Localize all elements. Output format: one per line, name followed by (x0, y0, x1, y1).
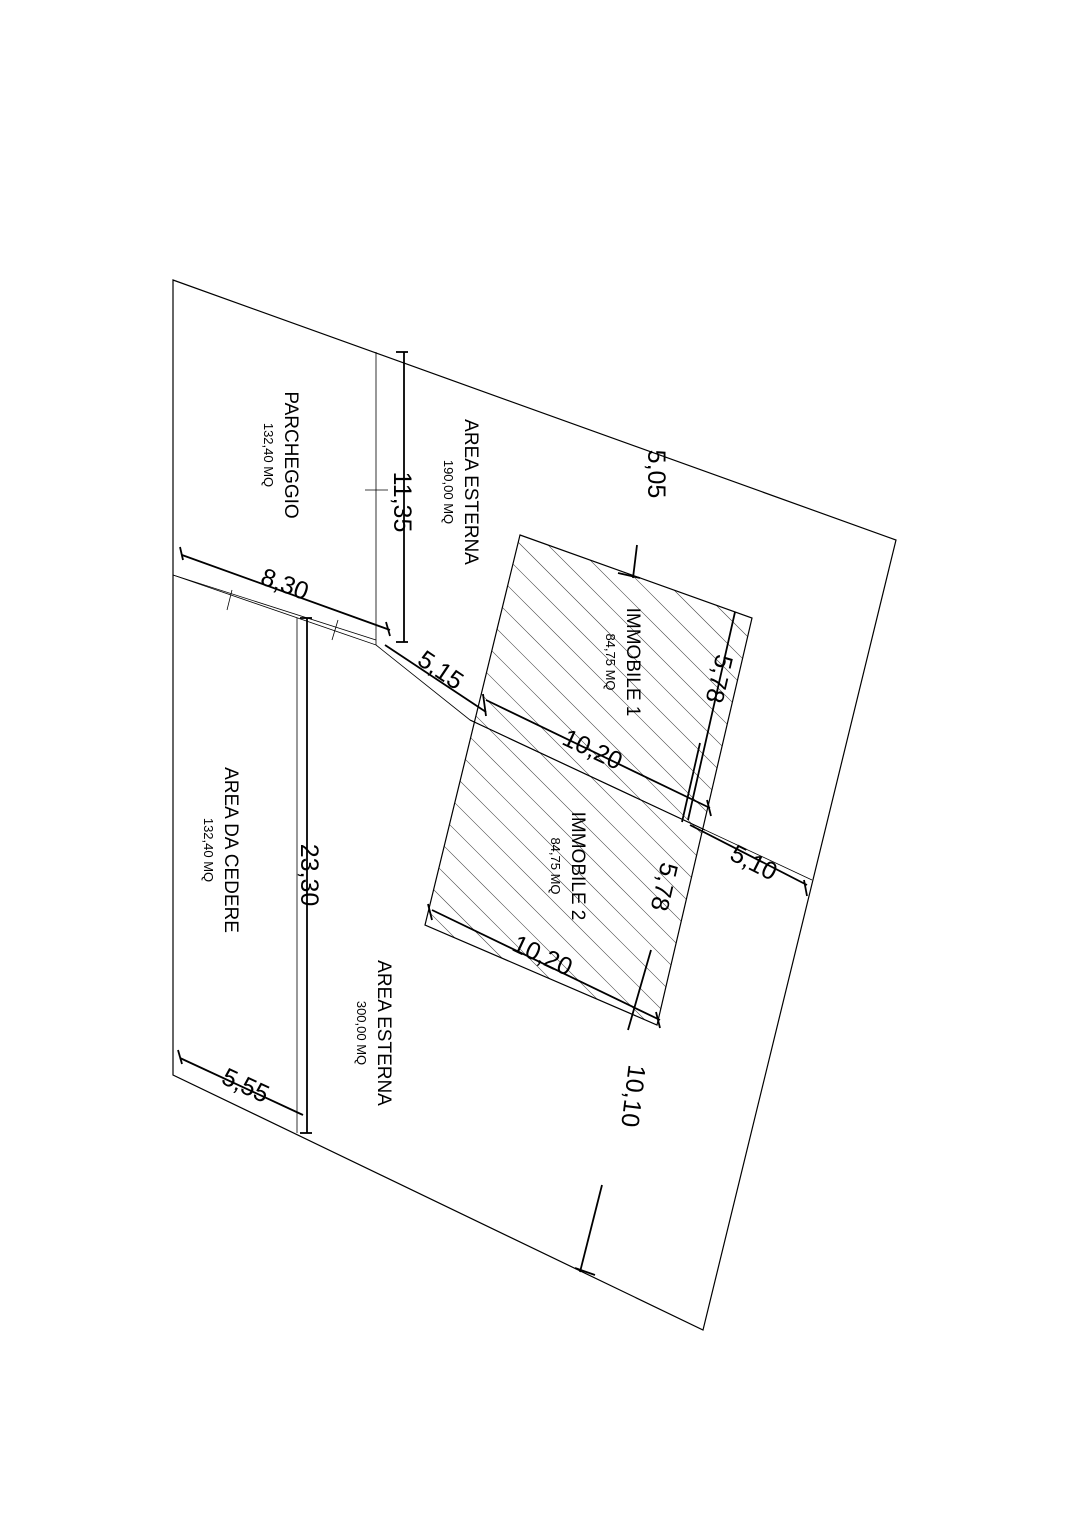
hatch-line (425, 970, 752, 1025)
hatch-line (425, 943, 752, 1025)
hatch-line (425, 889, 752, 1025)
hatch-line (380, 80, 800, 500)
dim-building1-depth: 5,78 (700, 652, 738, 706)
dim-parking-depth: 11,35 (388, 472, 416, 533)
dim-building1-width: 10,20 (558, 724, 627, 776)
hatch-line (425, 754, 752, 1025)
area-esterna-south-title: AREA ESTERNA (373, 960, 394, 1106)
area-da-cedere-title: AREA DA CEDERE (220, 767, 241, 933)
dim-setback-diagonal: 5,15 (412, 645, 468, 695)
dimension-lines (177, 351, 808, 1276)
hatch-line (425, 835, 752, 1025)
dim-building2-width: 10,20 (508, 930, 577, 982)
parking-lower-edge (172, 574, 377, 641)
area-da-cedere-value: 132,40 MQ (201, 818, 216, 882)
immobile-2-value: 84,75 MQ (548, 837, 563, 894)
lot-boundary (172, 279, 897, 1331)
tick-mark (331, 619, 339, 641)
building-hatch (380, 80, 800, 1535)
hatch-line (425, 781, 752, 1025)
immobile-1-title: IMMOBILE 1 (622, 608, 643, 717)
parcheggio-title: PARCHEGGIO (280, 391, 301, 518)
hatch-line (425, 727, 752, 1025)
hatch-line (380, 1052, 800, 1472)
hatch-line (425, 535, 752, 663)
hatch-line (425, 808, 752, 1025)
area-esterna-north-title: AREA ESTERNA (460, 419, 481, 565)
dim-cession-length: 23,30 (295, 844, 323, 907)
dim-bottom-gap: 10,10 (615, 1063, 650, 1129)
dim-building2-depth: 5,78 (645, 860, 683, 914)
area-esterna-north-value: 190,00 MQ (441, 460, 456, 524)
dim-cession-width: 5,55 (217, 1063, 273, 1109)
dim-parking-width: 8,30 (257, 563, 312, 606)
hatch-line (425, 997, 752, 1025)
hatch-line (425, 535, 752, 717)
hatch-line (380, 1079, 800, 1499)
building-divider (469, 719, 706, 831)
dim-side-gap: 5,10 (726, 839, 782, 886)
hatch-line (380, 1160, 800, 1535)
dim-top-edge: 5,05 (642, 450, 670, 499)
hatch-line (425, 535, 752, 609)
hatch-line (425, 535, 752, 690)
tick-mark (226, 589, 233, 611)
hatch-line (425, 862, 752, 1025)
immobile-1-value: 84,75 MQ (603, 633, 618, 690)
hatch-line (425, 535, 752, 636)
parking-boundary-line (172, 352, 377, 646)
hatch-line (425, 535, 752, 744)
area-esterna-south-value: 300,00 MQ (354, 1001, 369, 1065)
hatch-line (380, 1106, 800, 1526)
parcheggio-value: 132,40 MQ (261, 423, 276, 487)
building-outline (424, 534, 753, 1026)
immobile-2-title: IMMOBILE 2 (567, 812, 588, 921)
